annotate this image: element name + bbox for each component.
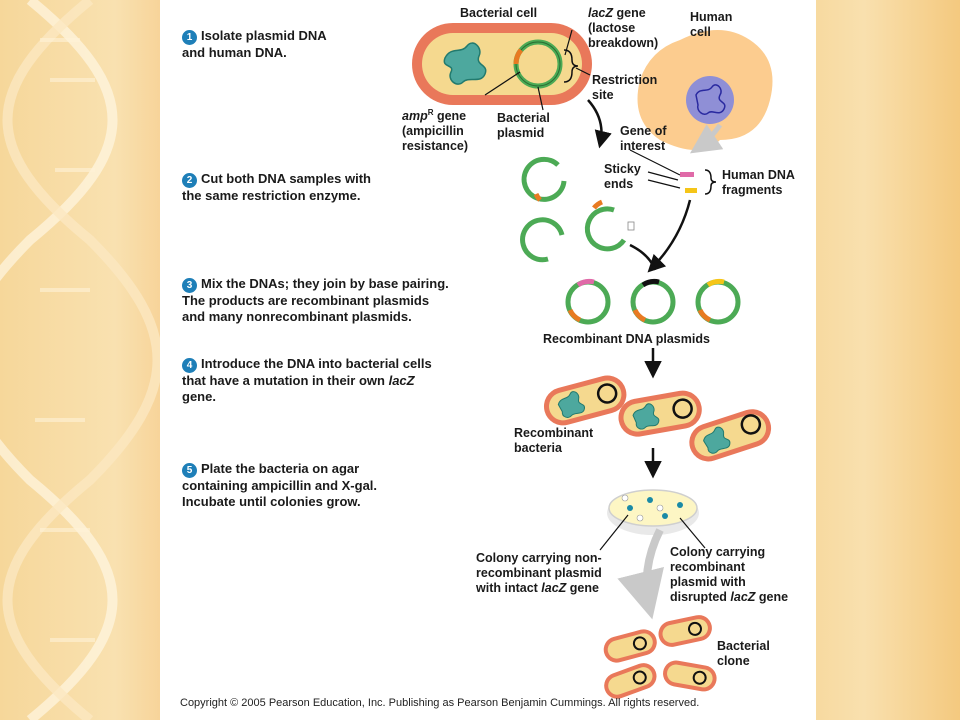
label-ampr-sup: R [427, 108, 434, 117]
label-bacterial-plasmid: Bacterial plasmid [497, 111, 550, 140]
label-colony-recombinant: Colony carrying recombinant plasmid with… [670, 545, 788, 605]
label-human-dna-fragments: Human DNA fragments [722, 168, 795, 197]
label-colony-recombinant-after: gene [755, 590, 789, 604]
lacz-bracket [563, 49, 579, 83]
label-lacz-gene: lacZ gene (lactose breakdown) [588, 6, 658, 51]
label-colony-nonrecombinant-lacz: lacZ [541, 581, 567, 595]
step-2-text: Cut both DNA samples with the same restr… [182, 171, 371, 203]
step-5-text: Plate the bacteria on agar containing am… [182, 461, 378, 509]
label-human-cell: Human cell [690, 10, 733, 39]
copyright-footer: Copyright © 2005 Pearson Education, Inc.… [180, 697, 700, 709]
label-colony-nonrecombinant: Colony carrying non- recombinant plasmid… [476, 551, 602, 596]
label-colony-nonrecombinant-after: gene [566, 581, 599, 595]
label-lacz-ital: lacZ [588, 6, 614, 20]
step-4-text-after: gene. [182, 389, 216, 404]
recombinant-plasmid-group [565, 279, 741, 325]
petri-dish [607, 489, 699, 535]
label-sticky-ends: Sticky ends [604, 162, 641, 191]
label-ampr-rest: gene (ampicillin resistance) [402, 109, 469, 154]
dna-helix-decoration [0, 0, 160, 720]
step-2-number: 2 [182, 173, 197, 188]
bacterial-cell [412, 23, 592, 105]
label-restriction-site: Restriction site [592, 73, 658, 102]
label-bacterial-cell: Bacterial cell [460, 6, 538, 20]
label-colony-recombinant-lacz: lacZ [730, 590, 756, 604]
step-4-text-lacz: lacZ [388, 373, 415, 388]
bacterial-clone [603, 615, 717, 699]
step-4-text-before: Introduce the DNA into bacterial cells t… [182, 356, 432, 388]
human-fragment-yellow [685, 188, 697, 193]
step-5-number: 5 [182, 463, 197, 478]
label-gene-of-interest: Gene of interest [620, 124, 667, 153]
cut-plasmids [520, 156, 635, 263]
label-recombinant-bacteria: Recombinant bacteria [514, 426, 594, 455]
recombinant-bacteria [543, 375, 772, 462]
label-colony-recombinant-before: Colony carrying recombinant plasmid with… [670, 545, 766, 604]
step-1-number: 1 [182, 30, 197, 45]
label-ampr-gene: ampR gene (ampicillin resistance) [402, 105, 468, 154]
label-recombinant-plasmids: Recombinant DNA plasmids [543, 332, 710, 346]
step-3-number: 3 [182, 278, 197, 293]
cloning-artwork [412, 23, 773, 699]
step-3-text: Mix the DNAs; they join by base pairing.… [182, 276, 449, 324]
human-fragment-pink [680, 172, 694, 177]
label-ampr-ital: amp [402, 109, 428, 124]
step-1-text: Isolate plasmid DNA and human DNA. [182, 28, 327, 60]
human-cell [637, 30, 773, 150]
label-bacterial-clone: Bacterial clone [717, 639, 770, 668]
step-4-number: 4 [182, 358, 197, 373]
label-colony-nonrecombinant-before: Colony carrying non- recombinant plasmid… [476, 551, 602, 595]
label-lacz-rest: gene (lactose breakdown) [588, 6, 659, 50]
